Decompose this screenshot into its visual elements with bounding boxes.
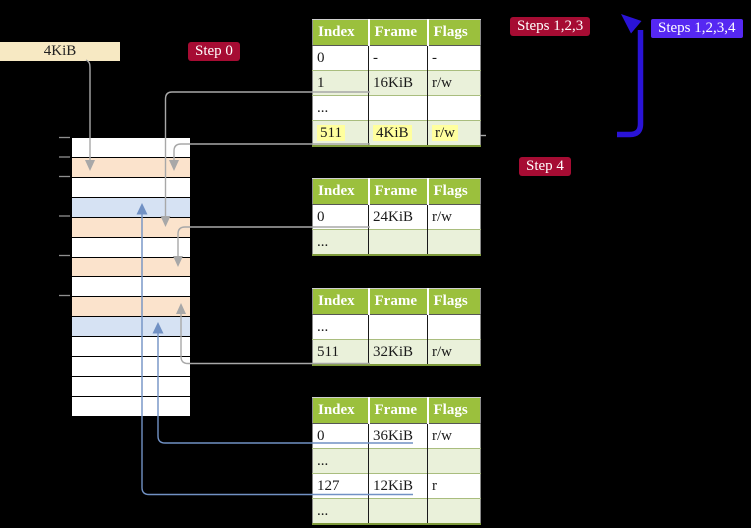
steps123-badge: Steps 1,2,3 [510, 17, 591, 36]
cell-index: 0 [312, 45, 369, 71]
cell-frame [368, 95, 428, 121]
cell-frame: 4KiB [368, 120, 428, 146]
cell-frame: - [368, 45, 428, 71]
memory-frame-row [72, 156, 190, 177]
cell-index: 511 [312, 339, 369, 365]
memory-frame-row [72, 256, 190, 277]
col-header-index: Index [312, 397, 370, 424]
memory-frame-row [72, 176, 190, 197]
memory-frame-row [72, 216, 190, 237]
steps1234-badge: Steps 1,2,3,4 [651, 19, 743, 38]
cell-frame: 24KiB [368, 204, 428, 230]
col-header-index: Index [312, 288, 370, 315]
col-header-frame: Frame [368, 178, 429, 205]
table-row: 511 32KiB r/w [312, 339, 481, 365]
header-row: Index Frame Flags [312, 288, 481, 315]
cell-frame: 36KiB [368, 423, 428, 449]
cell-index: ... [312, 229, 369, 255]
cell-frame: 16KiB [368, 70, 428, 96]
cell-flags: r [427, 473, 481, 499]
page-table-level2: Index Frame Flags 0 24KiB r/w ... [312, 178, 481, 256]
cell-flags: r/w [427, 339, 481, 365]
steps-loop-arrowhead-icon [621, 14, 642, 34]
cell-flags: r/w [427, 204, 481, 230]
steps-loop-arrow [617, 30, 644, 138]
cell-flags [427, 229, 481, 255]
cell-index: ... [312, 314, 369, 340]
table-row-highlighted: 511 4KiB r/w [312, 120, 481, 146]
cell-flags [427, 95, 481, 121]
col-header-flags: Flags [427, 288, 481, 315]
cell-index: 127 [312, 473, 369, 499]
table-row: 127 12KiB r [312, 473, 481, 499]
table-row: ... [312, 229, 481, 255]
cell-frame: 32KiB [368, 339, 428, 365]
memory-strip [71, 137, 191, 417]
header-row: Index Frame Flags [312, 397, 481, 424]
memory-frame-row [72, 376, 190, 396]
table-row: ... [312, 314, 481, 340]
cell-flags: r/w [427, 423, 481, 449]
highlighted-value: r/w [432, 124, 458, 141]
cell-flags [427, 498, 481, 524]
cell-index: 0 [312, 423, 369, 449]
cell-index: ... [312, 95, 369, 121]
table-row: 0 36KiB r/w [312, 423, 481, 449]
highlighted-value: 4KiB [373, 124, 412, 141]
memory-frame-row [72, 276, 190, 297]
page-table-level3: Index Frame Flags ... 511 32KiB r/w [312, 288, 481, 366]
cell-frame: 12KiB [368, 473, 428, 499]
cell-index: 511 [312, 120, 369, 146]
highlighted-value: 511 [317, 124, 345, 141]
table-row: ... [312, 95, 481, 121]
cell-flags: - [427, 45, 481, 71]
header-row: Index Frame Flags [312, 178, 481, 205]
cell-frame [368, 314, 428, 340]
cell-flags [427, 314, 481, 340]
step4-badge: Step 4 [519, 157, 571, 176]
col-header-flags: Flags [427, 397, 481, 424]
memory-frame-row [72, 196, 190, 217]
memory-frame-row [72, 395, 190, 416]
page-size-label: 4KiB [0, 42, 120, 61]
col-header-index: Index [312, 19, 370, 46]
table-row: 0 24KiB r/w [312, 204, 481, 230]
step0-badge: Step 0 [188, 42, 240, 61]
table-row: ... [312, 498, 481, 524]
cell-frame [368, 498, 428, 524]
table-row: ... [312, 448, 481, 474]
memory-frame-row [72, 356, 190, 377]
memory-frame-row [72, 336, 190, 357]
table-row: 1 16KiB r/w [312, 70, 481, 96]
col-header-frame: Frame [368, 19, 429, 46]
strip-tick-marks [59, 136, 70, 297]
cell-frame [368, 448, 428, 474]
page-table-level4: Index Frame Flags 0 36KiB r/w ... 127 12… [312, 397, 481, 525]
cell-index: 1 [312, 70, 369, 96]
cell-index: ... [312, 498, 369, 524]
memory-frame-row [72, 236, 190, 257]
memory-frame-row [72, 138, 190, 157]
header-row: Index Frame Flags [312, 19, 481, 46]
cell-frame [368, 229, 428, 255]
cell-flags: r/w [427, 120, 481, 146]
cell-flags: r/w [427, 70, 481, 96]
page-table-level1: Index Frame Flags 0 - - 1 16KiB r/w ... … [312, 19, 481, 147]
memory-frame-row [72, 316, 190, 337]
table-row: 0 - - [312, 45, 481, 71]
cell-index: 0 [312, 204, 369, 230]
col-header-frame: Frame [368, 288, 429, 315]
col-header-flags: Flags [427, 19, 481, 46]
col-header-index: Index [312, 178, 370, 205]
col-header-frame: Frame [368, 397, 429, 424]
cell-flags [427, 448, 481, 474]
cell-index: ... [312, 448, 369, 474]
memory-frame-row [72, 296, 190, 317]
col-header-flags: Flags [427, 178, 481, 205]
